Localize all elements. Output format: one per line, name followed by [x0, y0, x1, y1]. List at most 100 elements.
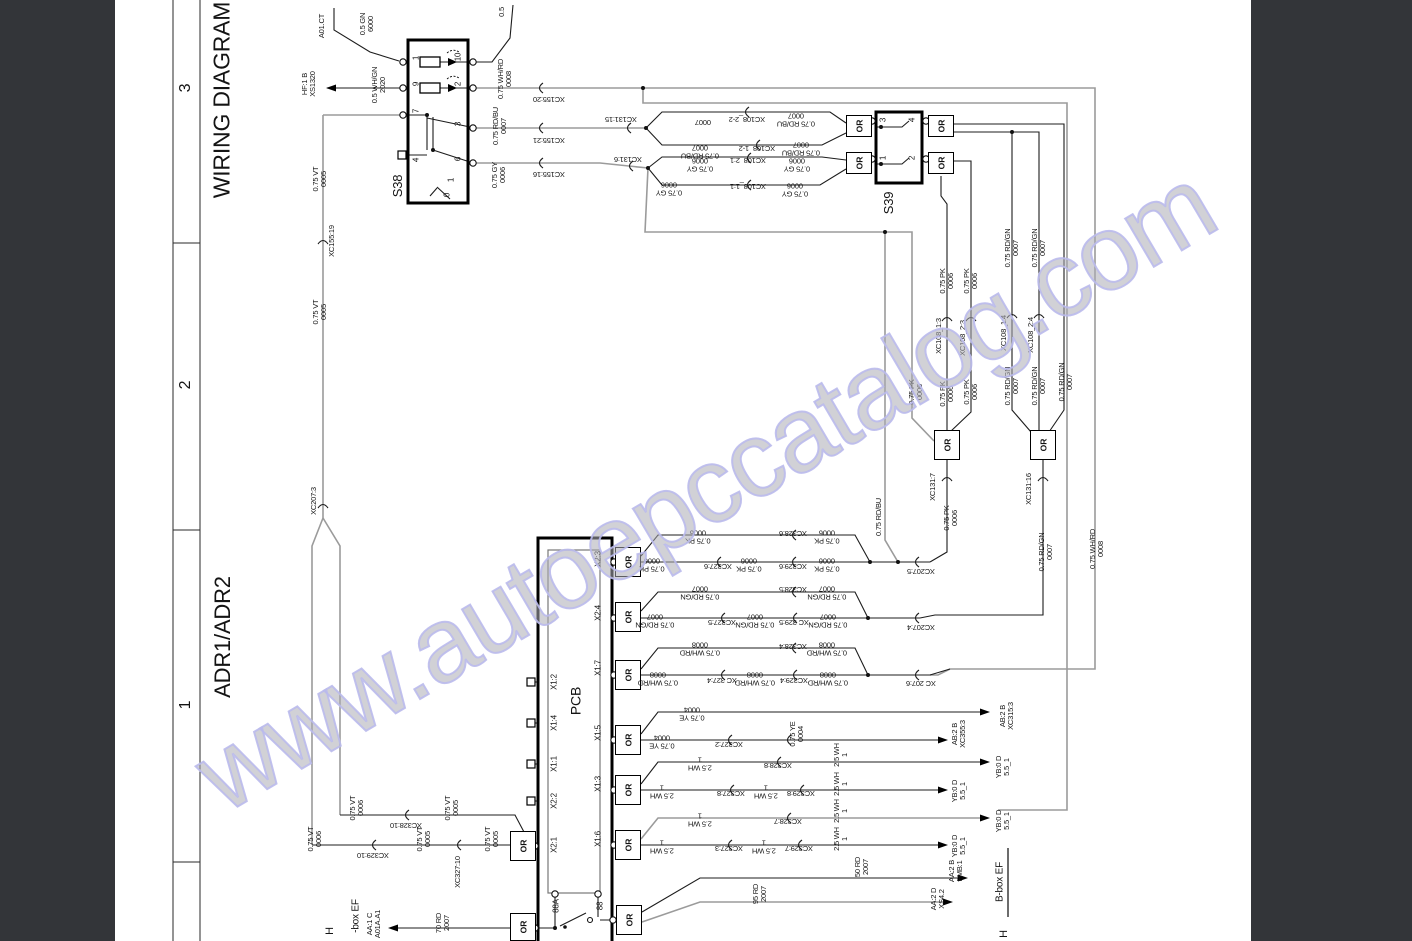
wire-label: XC329:7	[785, 844, 813, 854]
wire-label: 88	[595, 901, 605, 911]
wire-label: 0007	[695, 118, 711, 128]
wire-label: 50 RD 2007	[852, 856, 870, 878]
page-title: WIRING DIAGRAM	[208, 1, 235, 199]
dest-ab2b-xc355: AB:2 B XC355:3	[949, 720, 967, 748]
or-box-label: OR	[1038, 438, 1048, 452]
wire-label: 3	[878, 117, 888, 123]
wire-label: X2:1	[549, 837, 559, 853]
dest-aa2d-xs42: AA:2 D XS4.2	[928, 887, 946, 911]
wire-label: 0.5	[496, 7, 506, 17]
wire-label: XC327:6	[704, 562, 732, 572]
terminal-square	[526, 759, 536, 769]
wire-label: XC207:4	[907, 623, 935, 633]
terminal-square	[526, 677, 536, 687]
wire-source-a01ct: A01.CT	[316, 13, 326, 39]
wire-label: X1:5	[593, 725, 603, 741]
wire-label: X1:6	[593, 831, 603, 847]
connector-symbols	[317, 82, 1049, 851]
or-box-label: OR	[854, 119, 864, 133]
wire-label: 88A	[551, 899, 561, 913]
wire-label: 0.75 VT 0005	[442, 795, 460, 821]
or-box-label: OR	[518, 839, 528, 853]
wire-label: 0.75 RD/GN 0007	[1056, 362, 1074, 402]
wire-label: 0.75 VT 0005	[310, 166, 328, 192]
wire-label: 0.75 PK 0006	[736, 556, 762, 574]
wire-label: 0.75 WH/RD 0008	[495, 58, 513, 100]
wire-label: 0.75 RD/GN 0007	[1029, 366, 1047, 406]
wire-label: 0.75 RD/GN 0007	[807, 584, 847, 602]
or-box: OR	[615, 602, 641, 632]
wire-label: 3	[453, 121, 463, 127]
wire-label: XC 329:5	[779, 618, 809, 628]
wire-label: 0.75 RD/GN 0007	[680, 584, 720, 602]
wire-label: XC108_2-2	[728, 115, 766, 125]
wire-label: 10	[453, 52, 463, 62]
wire-label: XC207:5	[907, 567, 935, 577]
or-box: OR	[1030, 430, 1056, 460]
or-box-label: OR	[936, 156, 946, 170]
wire-label: 0.75 RD/BU 0007	[776, 111, 816, 129]
or-box: OR	[846, 152, 872, 174]
wire-label: 0.75 YE 0004	[649, 733, 675, 751]
wire-label: H	[323, 927, 336, 935]
dest-aa2b-fmb1: AA:2 B FMB:1	[946, 859, 964, 883]
wire-label: 2.5 WH 1	[754, 783, 778, 801]
or-box: OR	[615, 830, 641, 860]
wire-label: X1:3	[593, 776, 603, 792]
wire-label: 4	[411, 157, 421, 163]
wire-label: XC131:16	[1023, 473, 1033, 505]
pcb-outer-box	[536, 536, 614, 941]
wire-label: 0	[442, 192, 452, 198]
wire-label: XC329:6	[779, 562, 807, 572]
wire-label: 0.75 VT 0006	[305, 826, 323, 852]
wire-label: H	[997, 930, 1010, 938]
wire-label: 9	[411, 81, 421, 87]
wire-label: XC329:8	[787, 789, 815, 799]
wire-label: XC 207:6	[906, 679, 936, 689]
wires-gray	[311, 87, 1096, 923]
resistor-1	[419, 56, 441, 68]
wire-label: 2.5 WH 1	[688, 755, 712, 773]
wire-label: 0.75 PK 0006	[814, 556, 840, 574]
or-box: OR	[846, 115, 872, 137]
or-box: OR	[615, 775, 641, 805]
zone-1: 1	[177, 700, 195, 710]
or-box: OR	[616, 905, 642, 935]
pcb-inner-box	[547, 549, 601, 894]
wire-label: 0.75 RD/GN 0007	[635, 612, 675, 630]
wire-label: X2:2	[549, 793, 559, 809]
wire-label: 2.5 WH 1	[752, 838, 776, 856]
wire-label: 2.5 WH 1	[831, 743, 849, 767]
diode-symbols	[446, 49, 460, 92]
resistor-2	[419, 82, 441, 94]
wire-label: 0.75 GY 0006	[655, 180, 683, 198]
wire-label: X1:7	[593, 660, 603, 676]
or-box-label: OR	[936, 119, 946, 133]
wire-label: 0.75 VT 0005	[310, 299, 328, 325]
wire-label: 0.75 YE 0004	[679, 705, 705, 723]
wire-label: 4	[907, 117, 917, 123]
wire-label: 2	[907, 155, 917, 161]
wire-label: 7	[411, 108, 421, 114]
wire-label: XC327:3	[715, 844, 743, 854]
or-box-label: OR	[518, 920, 528, 934]
or-box-label: OR	[623, 783, 633, 797]
terminal-square	[397, 150, 407, 160]
wire-label: 0.75 WH/RD 0008	[679, 640, 721, 658]
wire-label: 1	[411, 55, 421, 61]
wire-label: 0.75 RD/GN 0007	[808, 612, 848, 630]
or-box: OR	[510, 913, 536, 941]
dest-yb0d-4: YB:0 D 5.5_1	[949, 834, 967, 858]
wire-label: 2.5 WH 1	[831, 772, 849, 796]
wire-label: 0.75 VT 0006	[347, 795, 365, 821]
wire-label: XC328:5	[779, 585, 807, 595]
wire-label: XC131:7	[927, 473, 937, 501]
dest-bbox-ef: B-box EF	[994, 861, 1006, 903]
wire-label: XC207:3	[308, 487, 318, 515]
wire-label: X1:2	[549, 674, 559, 690]
terminal-square	[526, 718, 536, 728]
component-pcb: PCB	[567, 686, 584, 716]
wire-label: XC329:10	[357, 851, 389, 861]
